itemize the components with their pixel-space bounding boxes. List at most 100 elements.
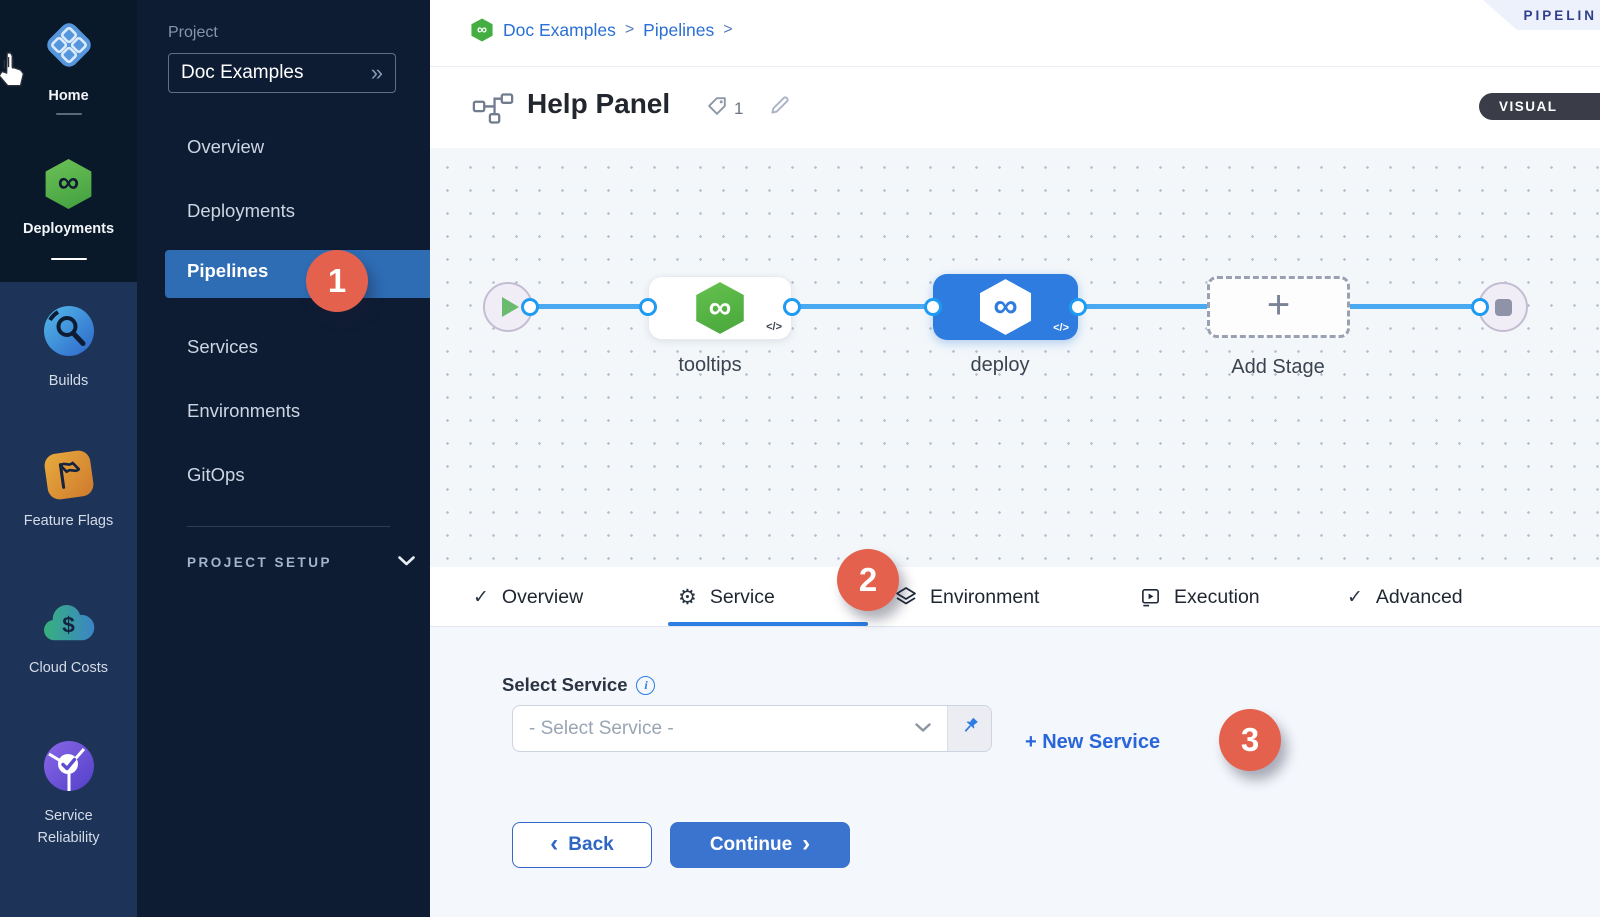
- tab-execution-label: Execution: [1174, 585, 1260, 608]
- info-icon[interactable]: i: [636, 675, 656, 695]
- rail-item-builds[interactable]: Builds: [0, 305, 137, 392]
- chevron-right-icon: ›: [802, 829, 811, 857]
- rail-item-deployments[interactable]: ∞ Deployments: [0, 158, 137, 240]
- sidebar-item-pipelines[interactable]: Pipelines: [165, 250, 430, 298]
- tab-service-label: Service: [709, 585, 775, 608]
- stage-tabs: ✓ Overview ⚙ Service Environment Executi…: [430, 567, 1600, 627]
- project-setup-label: PROJECT SETUP: [187, 554, 333, 570]
- tab-execution[interactable]: Execution: [1140, 567, 1260, 627]
- sidebar-item-environments[interactable]: Environments: [187, 400, 301, 421]
- project-sidebar: Project Doc Examples » Overview Deployme…: [137, 0, 430, 917]
- check-icon: ✓: [1347, 586, 1363, 608]
- pipeline-graph-icon: [472, 93, 514, 129]
- rail-label-builds: Builds: [48, 373, 89, 389]
- sidebar-item-overview[interactable]: Overview: [187, 136, 265, 157]
- rail-divider-deployments: [50, 258, 87, 260]
- project-name: Doc Examples: [181, 62, 304, 83]
- sidebar-item-services[interactable]: Services: [187, 336, 258, 357]
- rail-label-home: Home: [48, 88, 89, 104]
- pipeline-canvas[interactable]: ∞ </> tooltips ∞ </> deploy + Add Stage: [430, 148, 1600, 567]
- rail-item-cloud-costs[interactable]: $ Cloud Costs: [0, 600, 137, 679]
- pin-input-type-button[interactable]: [947, 706, 991, 751]
- svg-text:$: $: [62, 613, 75, 638]
- step-badge-2: 2: [837, 549, 899, 611]
- service-select-dropdown[interactable]: - Select Service -: [512, 705, 992, 752]
- step-badge-3: 3: [1219, 709, 1281, 771]
- breadcrumb-project-link[interactable]: Doc Examples: [503, 19, 616, 40]
- visual-yaml-toggle[interactable]: VISUAL: [1479, 93, 1600, 120]
- tab-overview-label: Overview: [501, 585, 584, 608]
- deployments-icon: ∞: [45, 159, 92, 209]
- back-button[interactable]: ‹ Back: [512, 822, 652, 868]
- project-setup-toggle[interactable]: PROJECT SETUP: [187, 553, 415, 571]
- connector-port[interactable]: [1069, 298, 1087, 316]
- gear-icon: ⚙: [678, 585, 697, 609]
- connector-port[interactable]: [783, 298, 801, 316]
- active-tab-underline: [668, 622, 868, 626]
- check-icon: ✓: [473, 586, 489, 608]
- stage-node-deploy-selected[interactable]: ∞ </>: [933, 274, 1078, 340]
- select-service-row: Select Service i: [502, 674, 656, 696]
- connector-port[interactable]: [639, 298, 657, 316]
- breadcrumb-pipelines-link[interactable]: Pipelines: [643, 19, 715, 40]
- service-config-panel: Select Service i - Select Service - +: [430, 627, 1600, 917]
- sidebar-item-gitops[interactable]: GitOps: [187, 464, 245, 485]
- pin-icon: [959, 715, 981, 742]
- add-stage-button[interactable]: +: [1207, 276, 1350, 338]
- tab-environment[interactable]: Environment: [895, 567, 1039, 627]
- sidebar-divider: [187, 526, 390, 527]
- rail-label-cloud-costs: Cloud Costs: [29, 660, 108, 676]
- cloud-costs-icon: $: [40, 600, 98, 649]
- project-selector[interactable]: Doc Examples »: [168, 53, 396, 93]
- select-service-label: Select Service: [502, 674, 628, 695]
- tab-overview[interactable]: ✓ Overview: [473, 567, 583, 627]
- header-divider: [430, 66, 1600, 67]
- service-reliability-icon: [43, 740, 95, 797]
- chevron-down-icon: [915, 720, 931, 738]
- rail-label-feature-flags: Feature Flags: [23, 513, 114, 529]
- new-service-button[interactable]: + New Service: [1025, 719, 1160, 765]
- harness-stage-icon: ∞: [696, 282, 744, 334]
- double-chevron-icon[interactable]: »: [370, 60, 383, 85]
- add-stage-label: Add Stage: [1231, 356, 1325, 378]
- layers-icon: [895, 586, 917, 608]
- tag-icon: [706, 95, 729, 123]
- pipeline-end-node: [1478, 282, 1528, 332]
- back-button-label: Back: [568, 834, 614, 855]
- rail-label-deployments: Deployments: [22, 221, 115, 237]
- module-rail: Home ∞ Deployments Builds Feature Flags …: [0, 0, 137, 917]
- tab-advanced-label: Advanced: [1375, 585, 1463, 608]
- continue-button[interactable]: Continue ›: [670, 822, 850, 868]
- breadcrumb-separator-icon: >: [624, 21, 635, 38]
- sidebar-item-deployments[interactable]: Deployments: [187, 200, 295, 221]
- edit-pencil-icon[interactable]: [768, 93, 792, 122]
- step-badge-1: 1: [306, 250, 368, 312]
- code-icon: </>: [766, 321, 782, 333]
- breadcrumb: ∞ Doc Examples > Pipelines >: [470, 18, 733, 42]
- hand-cursor-icon: [0, 50, 28, 95]
- service-select-field[interactable]: - Select Service -: [513, 706, 947, 751]
- tags-indicator[interactable]: 1: [706, 95, 743, 123]
- pipeline-studio-label: PIPELIN: [1523, 7, 1597, 23]
- rail-item-service-reliability[interactable]: Service Reliability: [0, 740, 137, 850]
- harness-logo-icon: ∞: [471, 18, 493, 42]
- play-icon: [502, 297, 519, 317]
- tab-advanced[interactable]: ✓ Advanced: [1347, 567, 1463, 627]
- connector-port[interactable]: [924, 298, 942, 316]
- tab-service[interactable]: ⚙ Service: [678, 567, 775, 627]
- new-service-label: + New Service: [1025, 730, 1161, 753]
- chevron-down-icon: [398, 553, 415, 571]
- harness-stage-icon: ∞: [979, 279, 1032, 335]
- rail-item-home[interactable]: Home: [0, 18, 137, 107]
- project-label: Project: [168, 24, 218, 41]
- rail-item-feature-flags[interactable]: Feature Flags: [0, 449, 137, 532]
- connector-port[interactable]: [521, 298, 539, 316]
- builds-icon: [43, 305, 95, 362]
- tab-environment-label: Environment: [930, 585, 1040, 608]
- connector-port[interactable]: [1471, 298, 1489, 316]
- service-select-placeholder: - Select Service -: [529, 717, 674, 739]
- execution-icon: [1140, 587, 1161, 608]
- code-icon: </>: [1053, 322, 1069, 334]
- stage-node-tooltips[interactable]: ∞ </>: [648, 276, 792, 340]
